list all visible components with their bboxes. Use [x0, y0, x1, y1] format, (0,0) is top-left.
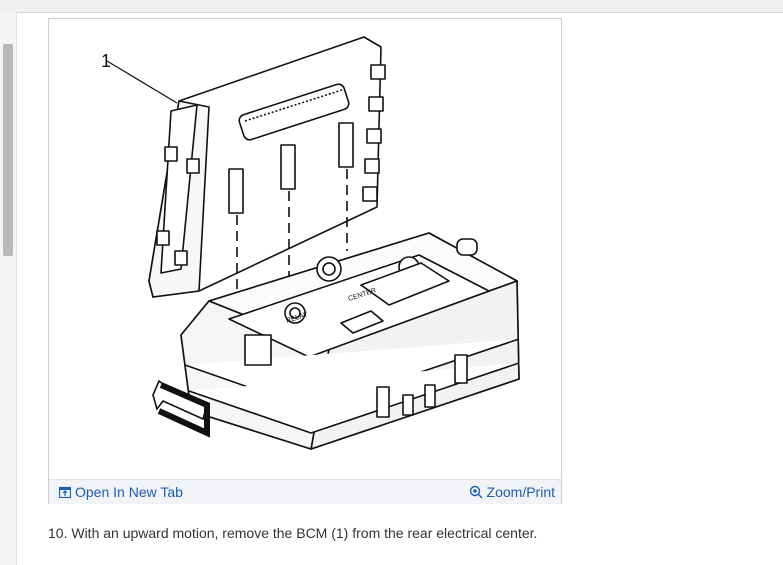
- zoom-print-link[interactable]: Zoom/Print: [469, 484, 555, 500]
- step-caption: 10. With an upward motion, remove the BC…: [48, 525, 538, 541]
- top-bar: [0, 0, 783, 13]
- open-in-new-tab-icon: [59, 486, 71, 498]
- callout-label: 1: [101, 51, 111, 71]
- open-in-new-tab-link[interactable]: Open In New Tab: [59, 484, 183, 500]
- open-in-new-tab-label: Open In New Tab: [75, 484, 183, 500]
- scrollbar-thumb[interactable]: [3, 44, 13, 256]
- zoom-print-label: Zoom/Print: [486, 484, 555, 500]
- figure-footer: Open In New Tab Zoom/Print: [49, 479, 561, 504]
- bcm-removal-diagram: 1 RELAY CENTER: [101, 36, 520, 450]
- zoom-in-icon: [469, 485, 483, 499]
- left-scrollbar-track[interactable]: [0, 12, 17, 565]
- figure-card: 1 RELAY CENTER Open In New Tab Zoom/Prin…: [48, 18, 562, 504]
